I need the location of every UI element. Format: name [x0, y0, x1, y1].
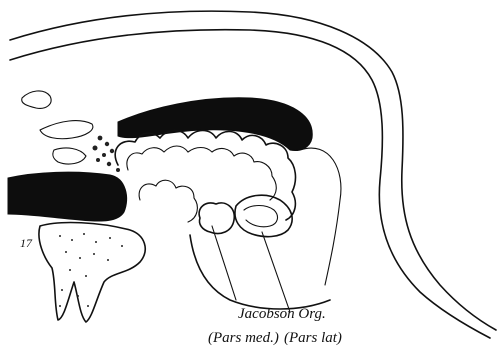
left-dark-band — [8, 172, 127, 221]
outer-contour — [10, 11, 496, 330]
leader-pars-lat — [262, 232, 290, 312]
left-fragment-3 — [53, 148, 86, 164]
jacobson-organ-lumen — [244, 206, 277, 227]
bone-stipple — [59, 233, 123, 307]
jacobson-organ-medial — [199, 203, 234, 234]
upper-left-fragment-1 — [22, 91, 51, 108]
dot-cluster — [93, 136, 121, 172]
leader-pars-med — [212, 226, 236, 300]
lower-outline — [190, 235, 330, 309]
jacobson-organ-lateral — [235, 195, 292, 236]
olfactory-fold-inner — [127, 146, 276, 200]
right-outline — [300, 148, 341, 285]
label-pars-lateralis: (Pars lat) — [284, 330, 342, 346]
upper-left-fragment-2 — [40, 121, 93, 139]
label-jacobson-organ: Jacobson Org. — [238, 306, 326, 322]
label-pars-medialis: (Pars med.) — [208, 330, 279, 346]
corner-number: 17 — [20, 236, 33, 250]
stippled-bone — [39, 223, 145, 322]
upper-dark-band — [118, 98, 312, 151]
lower-fold — [139, 180, 197, 222]
